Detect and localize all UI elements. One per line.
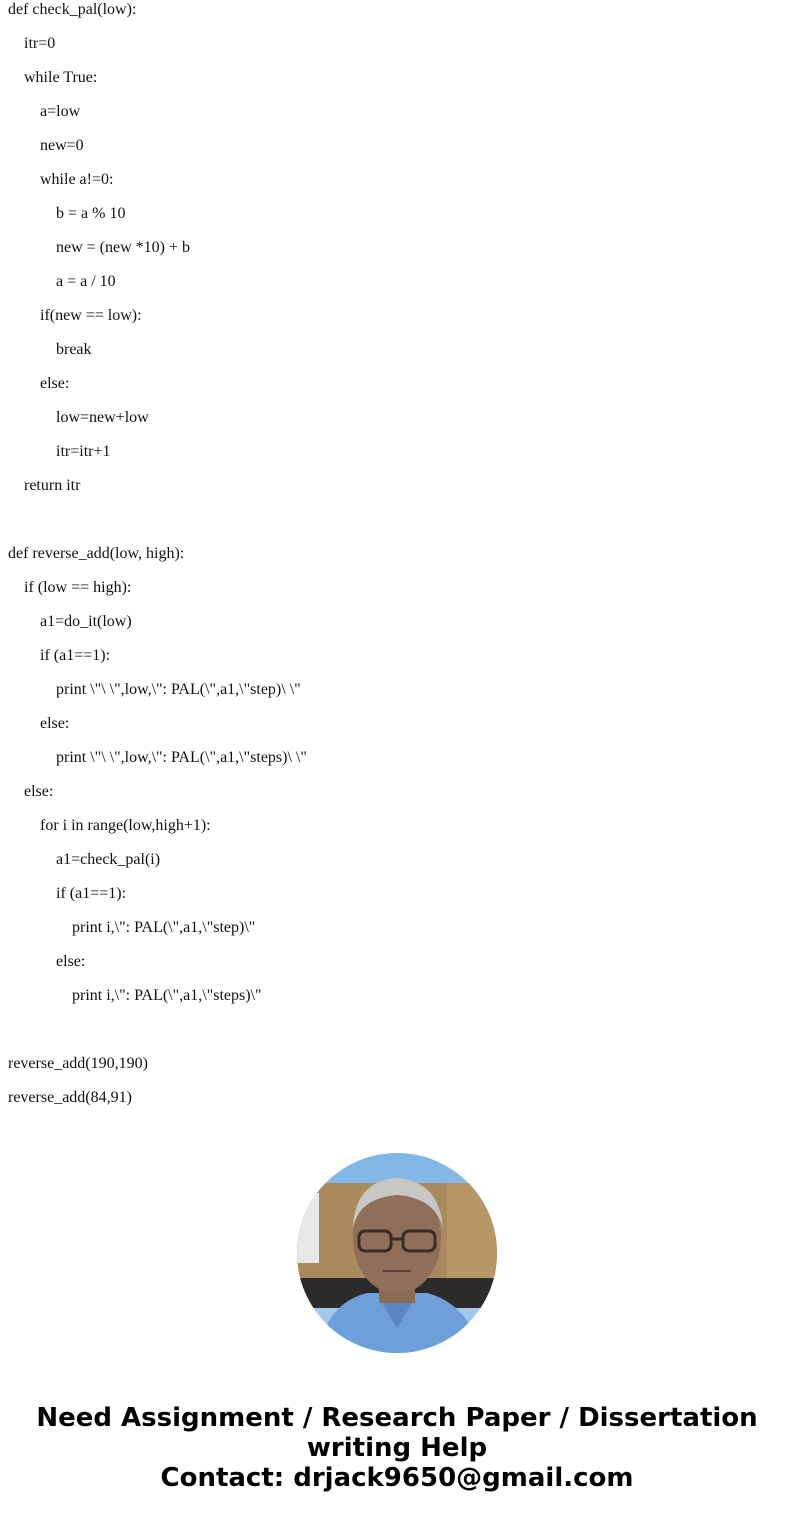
promo-line-2: writing Help [306,1433,488,1463]
code-line: new=0 [8,136,307,170]
code-line: while a!=0: [8,170,307,204]
code-line-text: b = a % 10 [56,205,126,222]
code-line-text: new=0 [40,137,84,154]
code-line-text: while a!=0: [40,171,114,188]
code-line-text: itr=itr+1 [56,443,111,460]
code-line: if (low == high): [8,578,307,612]
code-line: def reverse_add(low, high): [8,544,307,578]
code-line-text: a = a / 10 [56,273,116,290]
code-line: reverse_add(84,91) [8,1088,307,1122]
code-line-text: itr=0 [24,35,56,52]
code-line-text: return itr [24,477,81,494]
code-line-text: print \"\ \",low,\": PAL(\",a1,\"step)\ … [56,681,301,698]
code-line: new = (new *10) + b [8,238,307,272]
code-line-text: reverse_add(84,91) [8,1089,132,1106]
code-line-text: a1=do_it(low) [40,613,132,630]
promo-line-1: Need Assignment / Research Paper / Disse… [36,1403,758,1433]
code-line-text: print i,\": PAL(\",a1,\"steps)\" [72,987,262,1004]
code-line: print i,\": PAL(\",a1,\"steps)\" [8,986,307,1020]
code-line-text: else: [40,375,70,392]
code-line: a1=check_pal(i) [8,850,307,884]
code-line-text: else: [56,953,86,970]
code-line: if(new == low): [8,306,307,340]
code-line-text: break [56,341,92,358]
code-line: if (a1==1): [8,884,307,918]
code-line: if (a1==1): [8,646,307,680]
code-line: a1=do_it(low) [8,612,307,646]
code-line-text: if(new == low): [40,307,142,324]
code-line-text: else: [40,715,70,732]
code-line: while True: [8,68,307,102]
code-line: else: [8,782,307,816]
contact-email: Contact: drjack9650@gmail.com [160,1463,634,1493]
person-photo-icon [297,1153,497,1353]
code-line: print i,\": PAL(\",a1,\"step)\" [8,918,307,952]
code-line-text: low=new+low [56,409,149,426]
code-line: else: [8,714,307,748]
code-line-text: a=low [40,103,81,120]
code-line-text: print i,\": PAL(\",a1,\"step)\" [72,919,256,936]
code-line: reverse_add(190,190) [8,1054,307,1088]
code-line: print \"\ \",low,\": PAL(\",a1,\"step)\ … [8,680,307,714]
author-avatar [297,1153,497,1353]
code-line-text: def reverse_add(low, high): [8,545,185,562]
code-line-text: new = (new *10) + b [56,239,191,256]
code-line-text: reverse_add(190,190) [8,1055,148,1072]
code-line-text: if (a1==1): [40,647,111,664]
code-line: for i in range(low,high+1): [8,816,307,850]
code-line: a=low [8,102,307,136]
code-line: itr=0 [8,34,307,68]
code-line-text: def check_pal(low): [8,1,137,18]
code-line-text: if (low == high): [24,579,132,596]
code-line: def check_pal(low): [8,0,307,34]
code-line-text: a1=check_pal(i) [56,851,161,868]
code-line: itr=itr+1 [8,442,307,476]
code-line-text: if (a1==1): [56,885,127,902]
code-line: break [8,340,307,374]
code-block: def check_pal(low): itr=0 while True: a=low… [8,0,307,1122]
promo-banner: Need Assignment / Research Paper / Disse… [0,1403,794,1493]
code-line: else: [8,374,307,408]
code-line-text: for i in range(low,high+1): [40,817,211,834]
code-line: return itr [8,476,307,510]
code-line: low=new+low [8,408,307,442]
code-line-text: while True: [24,69,98,86]
code-line: b = a % 10 [8,204,307,238]
code-line-text: print \"\ \",low,\": PAL(\",a1,\"steps)\… [56,749,307,766]
code-line [8,510,307,544]
code-line-text: else: [24,783,54,800]
code-line: else: [8,952,307,986]
code-line: a = a / 10 [8,272,307,306]
code-line: print \"\ \",low,\": PAL(\",a1,\"steps)\… [8,748,307,782]
code-line [8,1020,307,1054]
